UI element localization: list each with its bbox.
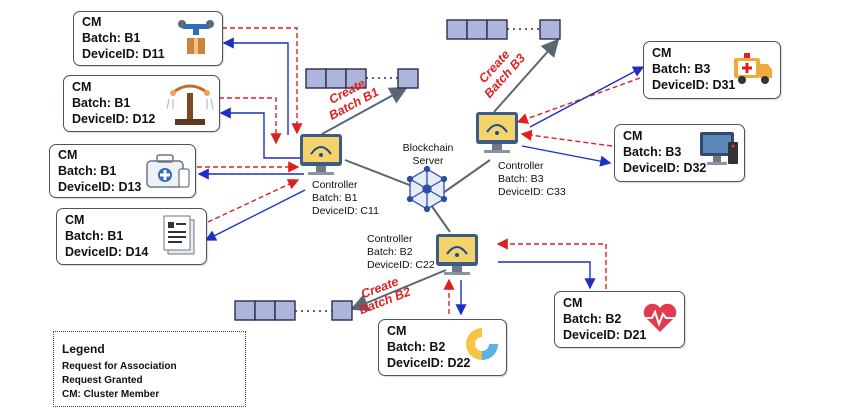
cm-device-id: DeviceID: D14 [65,245,149,259]
blockchain-server-icon [406,165,448,213]
cm-title: CM [58,148,78,162]
controller-device-id: DeviceID: C11 [312,205,379,217]
b1-links [197,27,306,241]
cm-title: CM [563,296,583,310]
cm-device-id: DeviceID: D21 [563,328,647,342]
cm-batch: Batch: B3 [623,145,682,159]
cm-device-id: DeviceID: D11 [82,47,165,61]
block [234,300,353,321]
cm-batch: Batch: B1 [82,31,141,45]
document-icon [163,215,195,255]
cm-batch: Batch: B3 [652,62,711,76]
drone-package-icon [178,20,214,54]
cm-title: CM [65,213,85,227]
block [305,68,419,89]
cm-title: CM [387,324,407,338]
medical-kit-icon [146,154,190,188]
cm-title: CM [623,129,643,143]
cm-box-d22: CM Batch: B2 DeviceID: D22 [378,319,507,376]
server-label-line1: Blockchain [402,142,454,154]
cm-device-id: DeviceID: D13 [58,180,142,194]
blockchain-server-label: Blockchain Server [398,142,458,168]
controller-batch: Batch: B1 [312,192,358,204]
controller-role: Controller [312,179,358,191]
cm-box-d12: CM Batch: B1 DeviceID: D12 [63,75,220,132]
desktop-computer-icon [700,132,738,165]
pie-chart-icon [466,328,498,360]
controller-device-id: DeviceID: C22 [367,259,435,271]
server-label-line2: Server [412,155,444,167]
controller-batch: Batch: B3 [498,173,544,185]
cm-device-id: DeviceID: D31 [652,78,736,92]
cm-box-d11: CM Batch: B1 DeviceID: D11 [73,11,223,66]
ambulance-icon [734,53,772,84]
cm-box-d13: CM Batch: B1 DeviceID: D13 [49,144,196,198]
legend-title: Legend [62,342,105,356]
controller-c11-label: Controller Batch: B1 DeviceID: C11 [312,179,379,218]
cm-batch: Batch: B1 [58,164,117,178]
cm-device-id: DeviceID: D32 [623,161,707,175]
controller-role: Controller [498,160,544,172]
cm-batch: Batch: B2 [563,312,622,326]
b2-links [443,238,607,316]
legend-box: Legend Request for Association Request G… [53,331,246,407]
controller-batch: Batch: B2 [367,246,413,258]
cm-batch: Batch: B1 [72,96,131,110]
cm-device-id: DeviceID: D12 [72,112,156,126]
block [446,19,561,40]
controller-c33-label: Controller Batch: B3 DeviceID: C33 [498,160,566,199]
heartbeat-icon [643,303,677,332]
controller-role: Controller [367,233,413,245]
cm-title: CM [72,80,92,94]
cm-device-id: DeviceID: D22 [387,356,471,370]
legend-granted-label: Request Granted [62,375,143,386]
create-batch-arrows [321,38,560,312]
legend-cm-label: CM: Cluster Member [62,389,160,400]
cm-title: CM [82,15,102,29]
controller-c11-icon [300,134,342,175]
cm-box-d32: CM Batch: B3 DeviceID: D32 [614,124,745,182]
b3-links [516,66,645,167]
legend-association-label: Request for Association [62,361,177,372]
controller-c22-label: Controller Batch: B2 DeviceID: C22 [367,233,435,272]
server-link-lines [344,159,491,233]
cm-box-d14: CM Batch: B1 DeviceID: D14 [56,208,207,265]
block-chain-b2 [234,300,353,321]
cm-box-d21: CM Batch: B2 DeviceID: D21 [554,291,685,348]
controller-device-id: DeviceID: C33 [498,186,566,198]
cm-box-d31: CM Batch: B3 DeviceID: D31 [643,41,781,99]
cm-batch: Batch: B2 [387,340,446,354]
block-chain-b1 [305,68,419,89]
cm-batch: Batch: B1 [65,229,124,243]
cm-title: CM [652,46,672,60]
irrigation-sprinkler-icon [166,84,214,125]
block-chain-b3 [446,19,561,40]
controller-c33-icon [476,112,518,153]
controller-c22-icon [436,234,478,275]
